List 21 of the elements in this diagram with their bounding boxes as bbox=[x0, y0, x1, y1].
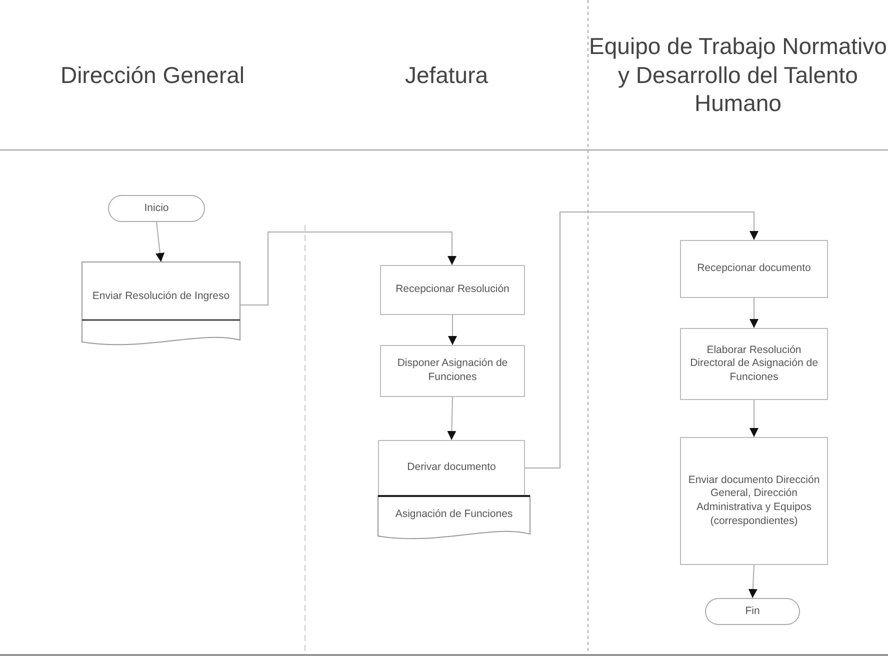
terminator-shape: Inicio bbox=[108, 195, 205, 222]
flow-arrow bbox=[240, 232, 456, 306]
flow-arrow bbox=[750, 400, 758, 438]
process-box: Recepcionar Resolución bbox=[380, 265, 525, 315]
process-box: Derivar documento bbox=[378, 440, 525, 496]
process-box: Recepcionar documento bbox=[680, 240, 828, 298]
flow-arrow bbox=[448, 314, 457, 346]
lane-header: Jefatura bbox=[404, 60, 490, 90]
process-box: Enviar documento Dirección General, Dirección Administrativa y Equipos (correspondientes) bbox=[680, 437, 828, 565]
lane-header: Dirección General bbox=[59, 60, 246, 90]
process-box: Disponer Asignación de Funciones bbox=[380, 345, 525, 397]
document-shape: Asignación de Funciones bbox=[378, 496, 530, 542]
flow-arrow bbox=[447, 396, 456, 440]
flow-arrow bbox=[524, 212, 758, 468]
flow-arrow bbox=[750, 298, 758, 328]
lane-header: Equipo de Trabajo Normativo y Desarrollo del Talento Humano bbox=[588, 32, 888, 118]
flow-arrow bbox=[156, 222, 164, 262]
flow-arrow bbox=[748, 564, 758, 598]
terminator-shape: Fin bbox=[705, 598, 800, 625]
process-box: Elaborar Resolución Directoral de Asignación de Funciones bbox=[680, 328, 828, 400]
document-shape: Enviar Resolución de Ingreso bbox=[82, 262, 240, 348]
